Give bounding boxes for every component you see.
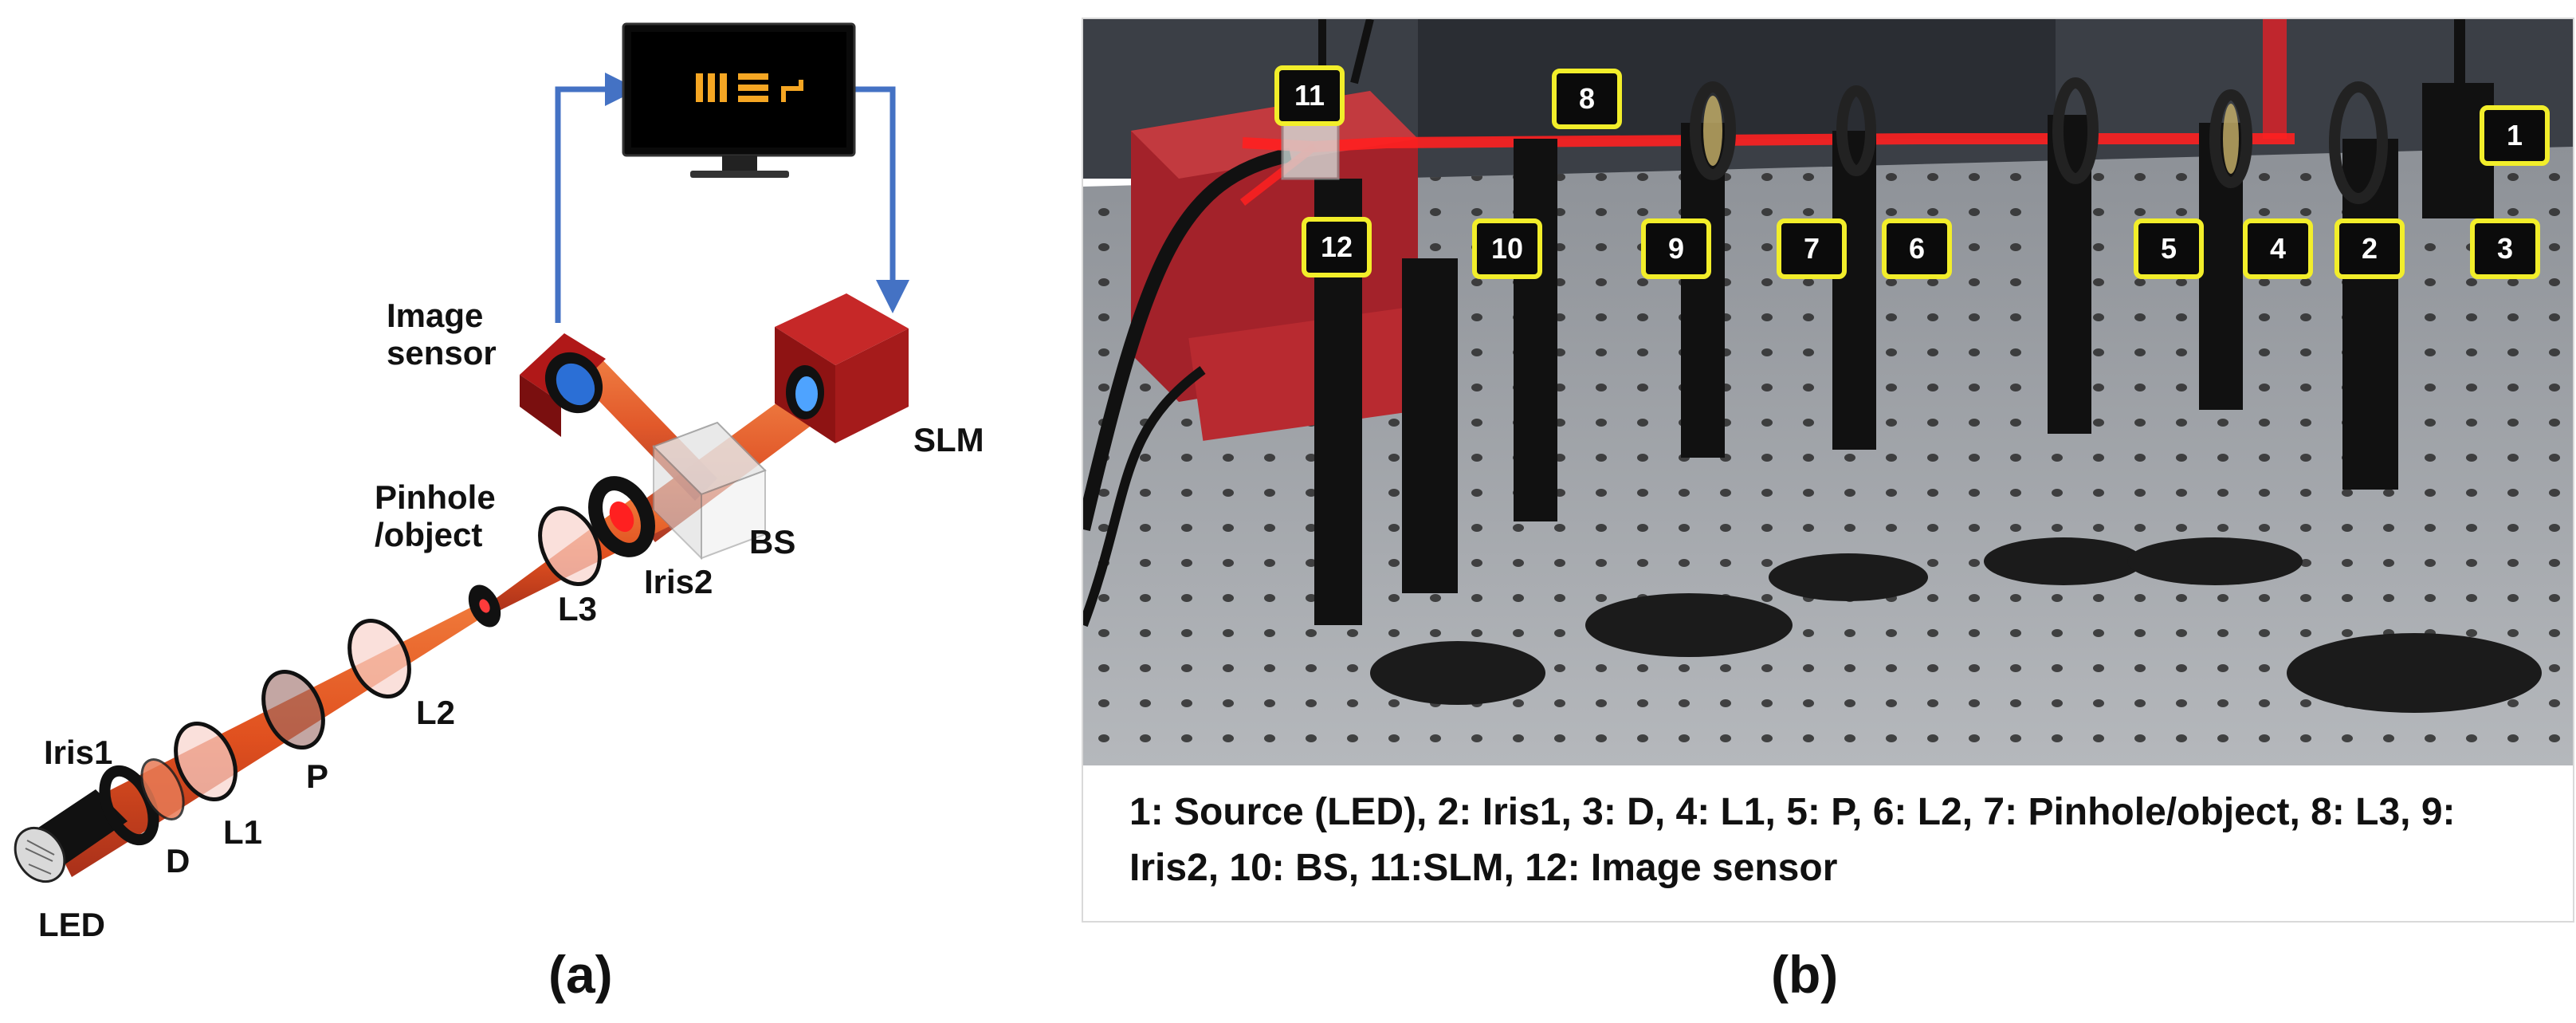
badge-1: 1 — [2480, 105, 2550, 166]
badge-2: 2 — [2334, 218, 2405, 279]
label-led: LED — [38, 906, 105, 943]
beam-led-to-pinhole — [48, 600, 488, 877]
lens-l1 — [174, 721, 238, 802]
lens-l2 — [348, 618, 411, 699]
label-image-sensor: Image sensor — [387, 297, 497, 372]
label-l1: L1 — [223, 813, 263, 851]
badge-4: 4 — [2243, 218, 2313, 279]
setup-photo-drawing — [1083, 19, 2573, 765]
schematic-panel: Image sensor SLM Pinhole /object BS Iris… — [0, 0, 1060, 1023]
feedback-arrow-right — [853, 86, 909, 313]
iris2-ring — [588, 476, 655, 557]
badge-8: 8 — [1552, 69, 1622, 129]
lens-l3 — [538, 506, 602, 587]
d-element — [140, 758, 185, 820]
label-d: D — [166, 842, 190, 879]
led-source — [14, 789, 128, 883]
component-legend: 1: Source (LED), 2: Iris1, 3: D, 4: L1, … — [1129, 791, 2456, 889]
photo-panel: 1 2 3 4 5 6 7 8 9 10 11 12 1: Source (LE… — [1082, 18, 2574, 923]
slm-device — [775, 293, 909, 443]
caption-b: (b) — [1771, 945, 1839, 1004]
setup-photo: 1 2 3 4 5 6 7 8 9 10 11 12 — [1083, 19, 2573, 765]
badge-11: 11 — [1274, 65, 1345, 126]
image-sensor-device — [520, 333, 606, 437]
polarizer-p — [261, 669, 325, 750]
badge-3: 3 — [2470, 218, 2540, 279]
label-bs: BS — [749, 523, 796, 561]
label-p: P — [306, 757, 329, 795]
badge-7: 7 — [1777, 218, 1847, 279]
label-iris2: Iris2 — [644, 563, 713, 600]
badge-6: 6 — [1882, 218, 1952, 279]
badge-12: 12 — [1302, 217, 1372, 277]
schematic-drawing — [14, 22, 909, 883]
badge-9: 9 — [1641, 218, 1711, 279]
label-iris1: Iris1 — [44, 734, 113, 771]
label-l2: L2 — [416, 694, 456, 731]
beam-splitter-cube — [652, 421, 767, 561]
monitor-icon — [622, 22, 856, 178]
label-pinhole: Pinhole /object — [375, 478, 496, 554]
label-slm: SLM — [913, 421, 984, 458]
label-l3: L3 — [558, 590, 598, 628]
feedback-arrow-left — [555, 73, 638, 323]
caption-a: (a) — [548, 945, 613, 1004]
badge-5: 5 — [2134, 218, 2204, 279]
badge-10: 10 — [1472, 218, 1542, 279]
